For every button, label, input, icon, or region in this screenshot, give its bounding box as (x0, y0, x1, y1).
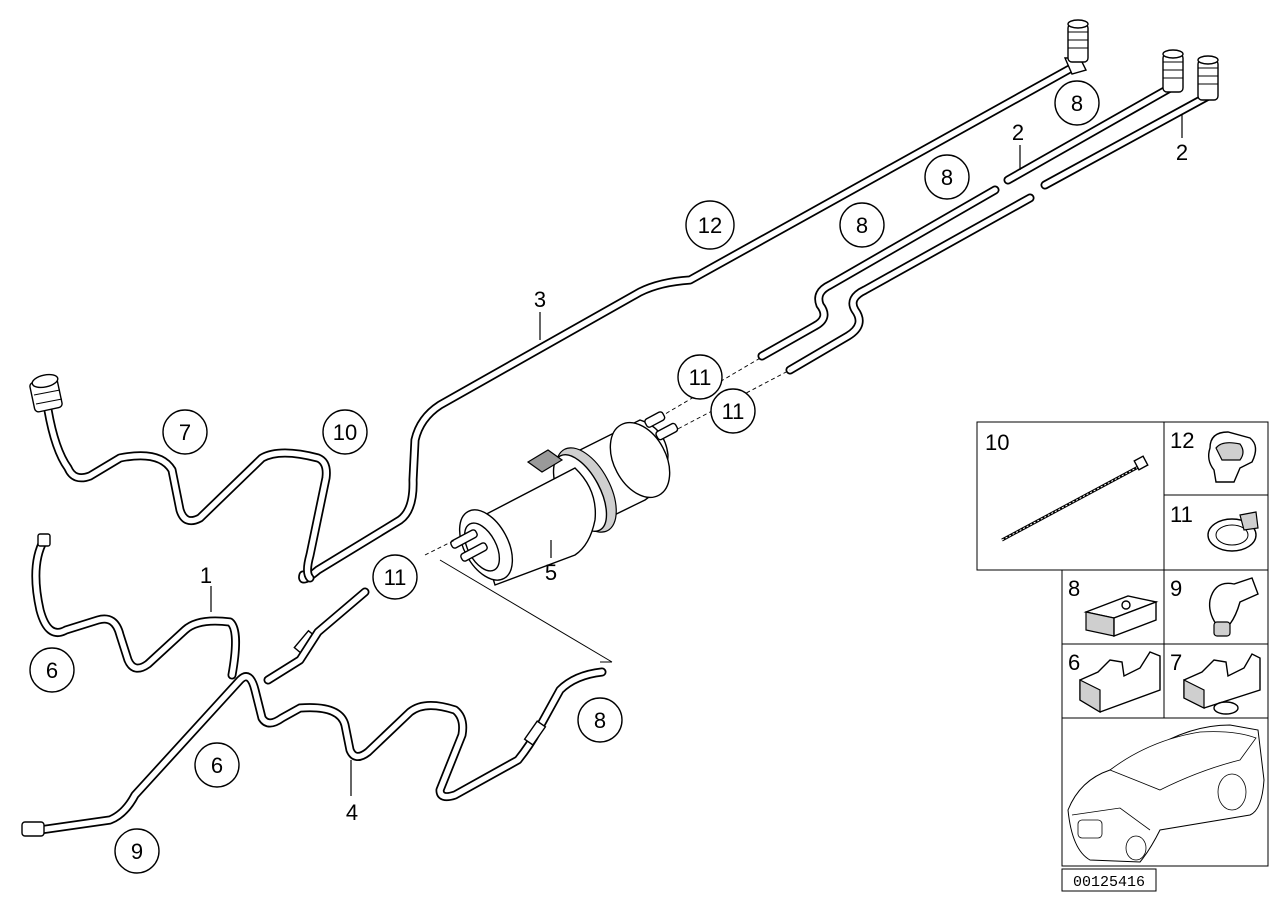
svg-text:9: 9 (1170, 576, 1182, 601)
fuel-line-11 (263, 587, 370, 685)
svg-text:6: 6 (211, 753, 223, 778)
hose-connector-right-b (1197, 55, 1219, 101)
svg-text:9: 9 (131, 839, 143, 864)
callout-11-upper: 11 (677, 354, 723, 400)
legend-part-10: 10 (976, 421, 1165, 571)
legend-part-12: 12 (1163, 421, 1269, 496)
callout-5: 5 (545, 560, 557, 585)
svg-text:11: 11 (384, 565, 407, 590)
svg-text:6: 6 (1068, 650, 1080, 675)
car-location-image (1061, 717, 1269, 867)
legend-part-6: 6 (1061, 643, 1165, 719)
hose-end-left-middle (37, 533, 51, 547)
callout-10: 10 (322, 409, 368, 455)
callout-2a: 2 (1012, 120, 1024, 145)
parts-legend: 10 12 11 8 (976, 421, 1269, 892)
hose-connector-top (1063, 19, 1089, 75)
callout-11-lower: 11 (372, 554, 418, 600)
callout-6-lower: 6 (194, 742, 240, 788)
callout-8-mid: 8 (924, 154, 970, 200)
fuel-line-7 (43, 405, 331, 583)
svg-text:10: 10 (333, 420, 357, 445)
diagram-code: 00125416 (1061, 868, 1157, 892)
callout-8-left: 8 (839, 202, 885, 248)
callout-4: 4 (346, 800, 358, 825)
fuel-line-2-upper (1003, 83, 1215, 190)
hose-connector-right-a (1162, 49, 1184, 93)
hose-end-left-lower (21, 821, 45, 837)
svg-text:7: 7 (179, 420, 191, 445)
svg-text:8: 8 (1071, 91, 1083, 116)
callout-9: 9 (114, 828, 160, 874)
callout-6-left: 6 (29, 647, 75, 693)
callout-3: 3 (534, 287, 546, 312)
fuel-filter (450, 411, 679, 586)
svg-text:6: 6 (46, 658, 58, 683)
svg-text:7: 7 (1170, 650, 1182, 675)
callout-2b: 2 (1176, 140, 1188, 165)
fuel-line-4 (35, 667, 607, 835)
svg-text:10: 10 (985, 430, 1009, 455)
callout-7: 7 (162, 409, 208, 455)
callout-8-lower: 8 (577, 697, 623, 743)
svg-text:8: 8 (856, 213, 868, 238)
callout-1: 1 (200, 563, 212, 588)
legend-part-7: 7 (1163, 643, 1269, 719)
legend-part-11: 11 (1163, 494, 1269, 571)
svg-text:8: 8 (941, 165, 953, 190)
hose-end-left-upper (29, 373, 63, 413)
callout-11-right: 11 (710, 388, 756, 434)
svg-text:12: 12 (1170, 428, 1194, 453)
fuel-line-1 (31, 535, 240, 680)
svg-text:12: 12 (698, 213, 722, 238)
svg-text:11: 11 (689, 365, 712, 390)
callout-8-top: 8 (1054, 80, 1100, 126)
fuel-line-2-lower (757, 185, 1035, 375)
callout-12: 12 (685, 200, 735, 250)
svg-text:11: 11 (1170, 502, 1193, 527)
svg-text:8: 8 (594, 708, 606, 733)
svg-text:8: 8 (1068, 576, 1080, 601)
legend-part-8: 8 (1061, 569, 1165, 645)
svg-text:00125416: 00125416 (1073, 874, 1145, 891)
fuel-line-3 (298, 61, 1080, 584)
svg-text:11: 11 (722, 399, 745, 424)
legend-part-9: 9 (1163, 569, 1269, 645)
